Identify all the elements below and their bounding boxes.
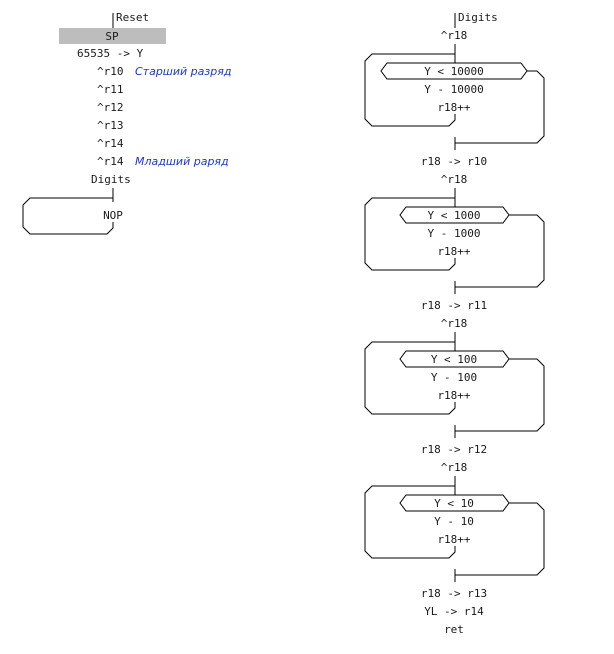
- increment-statement[interactable]: r18++: [437, 533, 470, 546]
- statement-line[interactable]: ^r12: [97, 101, 124, 114]
- statement-line[interactable]: ^r11: [97, 83, 124, 96]
- init-statement[interactable]: ^r18: [441, 461, 468, 474]
- call-digits[interactable]: Digits: [91, 173, 131, 186]
- comment-low-digit: Младший раряд: [135, 155, 229, 168]
- increment-statement[interactable]: r18++: [437, 101, 470, 114]
- store-statement[interactable]: r18 -> r13: [421, 587, 487, 600]
- statement-line[interactable]: 65535 -> Y: [77, 47, 144, 60]
- store-statement[interactable]: r18 -> r12: [421, 443, 487, 456]
- statement-yl-to-r14[interactable]: YL -> r14: [424, 605, 484, 618]
- digit-block-1: ^r18 Y < 10000 Y - 10000 r18++ r18 -> r1…: [364, 29, 545, 168]
- increment-statement[interactable]: r18++: [437, 245, 470, 258]
- loop-exit-frame: [455, 70, 545, 144]
- reset-label: Reset: [116, 11, 149, 24]
- loop-condition-box[interactable]: [399, 206, 510, 224]
- loop-back-frame: [364, 485, 456, 559]
- loop-back-frame: [364, 53, 456, 127]
- statement-line[interactable]: ^r14: [97, 155, 124, 168]
- digit-block-2: ^r18 Y < 1000 Y - 1000 r18++ r18 -> r11: [364, 173, 545, 312]
- statement-line[interactable]: ^r14: [97, 137, 124, 150]
- increment-statement[interactable]: r18++: [437, 389, 470, 402]
- loop-condition: Y < 10000: [424, 65, 484, 78]
- subtract-statement[interactable]: Y - 100: [431, 371, 477, 384]
- subtract-statement[interactable]: Y - 10: [434, 515, 474, 528]
- loop-exit-frame: [455, 214, 545, 288]
- loop-body-nop[interactable]: NOP: [103, 209, 123, 222]
- loop-back-frame: [364, 341, 456, 415]
- sp-header-bar[interactable]: [59, 28, 166, 44]
- init-statement[interactable]: ^r18: [441, 173, 468, 186]
- loop-condition: Y < 1000: [428, 209, 481, 222]
- store-statement[interactable]: r18 -> r10: [421, 155, 487, 168]
- digits-label: Digits: [458, 11, 498, 24]
- digit-block-3: ^r18 Y < 100 Y - 100 r18++ r18 -> r12: [364, 317, 545, 456]
- statement-line[interactable]: ^r10: [97, 65, 124, 78]
- sp-header-text: SP: [105, 30, 119, 43]
- right-program: Digits ^r18 Y < 10000 Y - 10000 r18++ r1…: [364, 11, 545, 636]
- loop-condition-box[interactable]: [399, 494, 510, 512]
- loop-back-frame: [364, 197, 456, 271]
- statement-line[interactable]: ^r13: [97, 119, 124, 132]
- statement-ret[interactable]: ret: [444, 623, 464, 636]
- loop-exit-frame: [455, 358, 545, 432]
- loop-condition: Y < 100: [431, 353, 477, 366]
- comment-high-digit: Старший разряд: [135, 65, 231, 78]
- init-statement[interactable]: ^r18: [441, 29, 468, 42]
- infinite-loop-frame: [22, 197, 114, 235]
- digit-block-4: ^r18 Y < 10 Y - 10 r18++ r18 -> r13: [364, 461, 545, 600]
- subtract-statement[interactable]: Y - 1000: [428, 227, 481, 240]
- init-statement[interactable]: ^r18: [441, 317, 468, 330]
- loop-condition: Y < 10: [434, 497, 474, 510]
- loop-exit-frame: [455, 502, 545, 576]
- store-statement[interactable]: r18 -> r11: [421, 299, 487, 312]
- loop-condition-box[interactable]: [380, 62, 528, 80]
- left-program: Reset SP 65535 -> Y ^r10 Старший разряд …: [22, 11, 231, 235]
- subtract-statement[interactable]: Y - 10000: [424, 83, 484, 96]
- loop-condition-box[interactable]: [399, 350, 510, 368]
